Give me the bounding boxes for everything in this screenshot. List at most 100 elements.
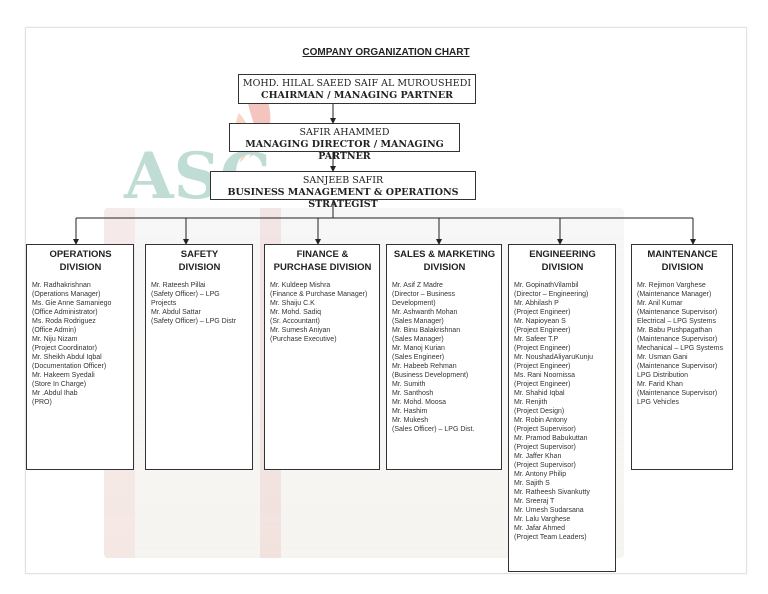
managing-director-name: SAFIR AHAMMED (299, 127, 390, 138)
member-line: Mr. GopinathVilambil (514, 282, 579, 289)
member-line: Mr. Sreeraj T (514, 498, 555, 505)
member-line: Mr .Abdul Ihab (32, 390, 78, 397)
division-engineering: ENGINEERING DIVISION Mr. GopinathVilambi… (508, 244, 616, 572)
member-line: Electrical – LPG Systems (637, 318, 716, 325)
member-line: Mr. Radhakrishnan (32, 282, 91, 289)
division-finance-purchase: FINANCE & PURCHASE DIVISION Mr. Kuldeep … (264, 244, 380, 470)
member-line: Mr. Ratheesh Sivankutty (514, 489, 590, 496)
division-maintenance: MAINTENANCE DIVISION Mr. Rejimon Varghes… (631, 244, 733, 470)
division-sales-marketing: SALES & MARKETING DIVISION Mr. Asif Z Ma… (386, 244, 502, 470)
division-safety: SAFETY DIVISION Mr. Rateesh Pillai (Safet… (145, 244, 253, 470)
division-title: SALES & MARKETING DIVISION (393, 249, 496, 273)
member-line: (Project Engineer) (514, 309, 571, 316)
member-line: (Sales Manager) (392, 336, 444, 343)
member-line: LPG Vehicles (637, 399, 680, 406)
member-line: (Maintenance Supervisor) (637, 363, 718, 370)
division-title: FINANCE & PURCHASE DIVISION (273, 249, 372, 273)
member-line: (Office Admin) (32, 327, 77, 334)
member-line: (Maintenance Supervisor) (637, 336, 718, 343)
division-title: MAINTENANCE DIVISION (647, 249, 718, 273)
member-line: (Maintenance Supervisor) (637, 309, 718, 316)
member-line: (Safety Officer) – LPG Distr (151, 318, 237, 325)
member-line: Mr. Usman Gani (637, 354, 688, 361)
member-list: Mr. Radhakrishnan (Operations Manager) Ms.… (32, 281, 129, 407)
member-line: Mr. NoushadAliyaruKunju (514, 354, 593, 361)
chairman-box: MOHD. HILAL SAEED SAIF AL MUROUSHEDI CHA… (238, 74, 476, 104)
member-line: Ms. Rani Noornissa (514, 372, 576, 379)
division-title: SAFETY DIVISION (178, 249, 221, 273)
member-line: (Sr. Accountant) (270, 318, 320, 325)
member-line: (Office Administrator) (32, 309, 98, 316)
member-line: Mr. Sheikh Abdul Iqbal (32, 354, 102, 361)
member-line: Mr. Umesh Sudarsana (514, 507, 584, 514)
member-line: (Project Supervisor) (514, 444, 576, 451)
member-list: Mr. Rejimon Varghese (Maintenance Manager… (637, 281, 728, 407)
member-line: (Director – Business (392, 291, 456, 298)
strategist-box: SANJEEB SAFIR BUSINESS MANAGEMENT & OPER… (210, 171, 476, 210)
member-line: Mr. Shaiju C.K (270, 300, 315, 307)
division-operations: OPERATIONS DIVISION Mr. Radhakrishnan (Op… (26, 244, 134, 470)
member-line: Mr. Asif Z Madre (392, 282, 443, 289)
member-line: (Project Engineer) (514, 345, 571, 352)
member-line: (Sales Officer) – LPG Dist. (392, 426, 475, 433)
member-line: Mr. Farid Khan (637, 381, 683, 388)
member-line: Mr. Babu Pushpagathan (637, 327, 713, 334)
chairman-role: CHAIRMAN / MANAGING PARTNER (261, 90, 453, 101)
member-line: (Sales Engineer) (392, 354, 445, 361)
member-line: (Documentation Officer) (32, 363, 107, 370)
member-line: Mr. Lalu Varghese (514, 516, 571, 523)
managing-director-role: MANAGING DIRECTOR / MANAGING PARTNER (245, 139, 444, 162)
member-line: Mr. Binu Balakrishnan (392, 327, 461, 334)
member-line: Mr. Renjith (514, 399, 548, 406)
member-line: Mr. Pramod Babukuttan (514, 435, 588, 442)
member-line: Mr. Santhosh (392, 390, 434, 397)
member-list: Mr. Kuldeep Mishra (Finance & Purchase Ma… (270, 281, 375, 344)
division-title: ENGINEERING DIVISION (529, 249, 596, 273)
member-line: Mr. Rejimon Varghese (637, 282, 706, 289)
member-line: (Operations Manager) (32, 291, 101, 298)
member-line: (Project Engineer) (514, 381, 571, 388)
member-line: LPG Distribution (637, 372, 688, 379)
member-line: Mr. Anil Kumar (637, 300, 683, 307)
member-line: (Finance & Purchase Manager) (270, 291, 368, 298)
member-list: Mr. GopinathVilambil (Director – Engineer… (514, 281, 611, 542)
member-line: (Project Coordinator) (32, 345, 97, 352)
member-line: Mr. Mohd. Moosa (392, 399, 447, 406)
member-line: Mr. Safeer T.P (514, 336, 559, 343)
member-line: (Business Development) (392, 372, 469, 379)
member-line: Mr. Antony Philip (514, 471, 567, 478)
member-line: Mr. Abdul Sattar (151, 309, 201, 316)
member-line: (Maintenance Manager) (637, 291, 712, 298)
member-line: Mr. Hashim (392, 408, 428, 415)
member-line: (Project Engineer) (514, 363, 571, 370)
member-line: Mr. Jafar Ahmed (514, 525, 565, 532)
member-line: Mr. Sumesh Aniyan (270, 327, 331, 334)
member-line: Projects (151, 300, 177, 307)
member-list: Mr. Rateesh Pillai (Safety Officer) – LPG… (151, 281, 248, 326)
managing-director-box: SAFIR AHAMMED MANAGING DIRECTOR / MANAGI… (229, 123, 460, 162)
member-line: Mr. Habeeb Rehman (392, 363, 457, 370)
strategist-role: BUSINESS MANAGEMENT & OPERATIONS STRATEG… (227, 187, 459, 210)
member-line: (Safety Officer) – LPG (151, 291, 220, 298)
member-line: (PRO) (32, 399, 52, 406)
member-line: (Maintenance Supervisor) (637, 390, 718, 397)
member-line: Mr. Rateesh Pillai (151, 282, 206, 289)
connector-lines (73, 104, 696, 245)
member-line: Development) (392, 300, 436, 307)
member-line: (Project Engineer) (514, 327, 571, 334)
member-line: (Project Team Leaders) (514, 534, 587, 541)
document-page: ASC COMPANY ORGANIZATION CHART MOHD. HIL… (25, 27, 747, 574)
member-line: (Director – Engineering) (514, 291, 589, 298)
member-line: (Project Supervisor) (514, 462, 576, 469)
division-title: OPERATIONS DIVISION (49, 249, 112, 273)
member-line: (Project Supervisor) (514, 426, 576, 433)
member-line: Ms. Roda Rodriguez (32, 318, 96, 325)
member-line: Mr. Kuldeep Mishra (270, 282, 331, 289)
chart-title: COMPANY ORGANIZATION CHART (302, 47, 470, 58)
member-line: (Sales Manager) (392, 318, 444, 325)
member-line: Mr. Mukesh (392, 417, 429, 424)
member-line: Mechanical – LPG Systems (637, 345, 723, 352)
member-line: Mr. Sumith (392, 381, 426, 388)
member-line: Mr. Jaffer Khan (514, 453, 562, 460)
